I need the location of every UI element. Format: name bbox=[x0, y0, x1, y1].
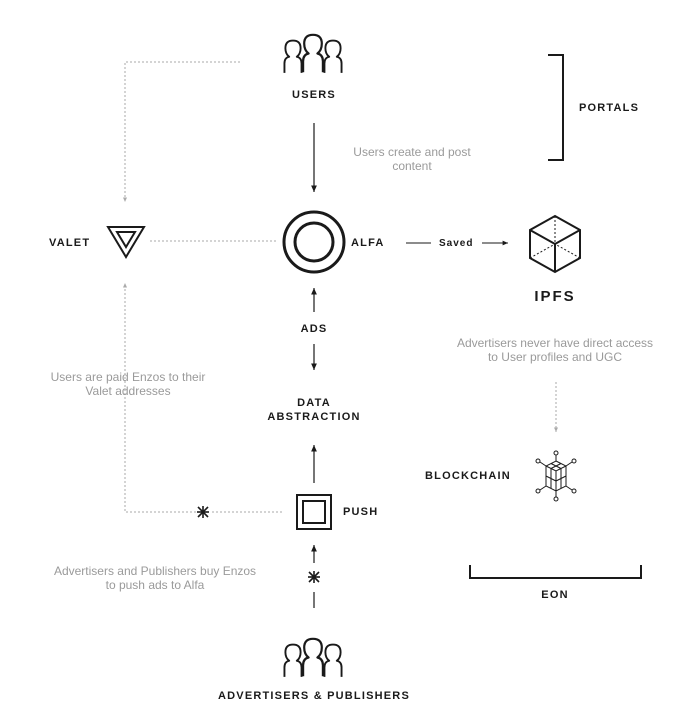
asterisk-icon bbox=[308, 571, 320, 583]
users-paid-note-line-1: Users are paid Enzos to their bbox=[50, 370, 206, 384]
buy-enzos-note-line-1: Advertisers and Publishers buy Enzos bbox=[53, 564, 257, 578]
ads-label: ADS bbox=[300, 323, 328, 335]
buy-enzos-note: Advertisers and Publishers buy Enzos to … bbox=[54, 564, 256, 592]
data-abstraction-line-2: ABSTRACTION bbox=[267, 411, 361, 423]
ipfs-cube-icon bbox=[529, 214, 581, 274]
advertisers-access-note: Advertisers never have direct access to … bbox=[457, 336, 653, 364]
alfa-label: ALFA bbox=[351, 237, 385, 249]
valet-label: VALET bbox=[49, 237, 91, 249]
users-paid-note: Users are paid Enzos to their Valet addr… bbox=[51, 370, 206, 398]
users-create-note-line-1: Users create and post bbox=[353, 145, 471, 159]
advertisers-access-note-line-1: Advertisers never have direct access bbox=[456, 336, 654, 350]
ipfs-label: IPFS bbox=[534, 288, 576, 305]
advertisers-publishers-label: ADVERTISERS & PUBLISHERS bbox=[218, 690, 410, 702]
asterisk-icon bbox=[197, 506, 209, 518]
valet-triangle-icon bbox=[106, 226, 146, 259]
eon-label: EON bbox=[541, 589, 569, 601]
alfa-ring-icon bbox=[282, 210, 346, 274]
blockchain-cube-cluster-icon bbox=[535, 450, 577, 502]
users-label: USERS bbox=[292, 89, 336, 101]
portals-label: PORTALS bbox=[579, 102, 640, 114]
advertisers-access-note-line-2: to User profiles and UGC bbox=[487, 350, 623, 364]
users-create-note: Users create and post content bbox=[353, 145, 470, 173]
eon-bracket bbox=[469, 565, 642, 579]
blockchain-label: BLOCKCHAIN bbox=[425, 470, 511, 482]
data-abstraction-label: DATA ABSTRACTION bbox=[267, 396, 360, 424]
users-valet-dotted-line bbox=[123, 61, 240, 202]
data-abstraction-line-1: DATA bbox=[297, 397, 331, 409]
users-icon bbox=[283, 33, 343, 74]
users-paid-note-line-2: Valet addresses bbox=[85, 384, 171, 398]
saved-label: Saved bbox=[439, 238, 474, 249]
users-create-note-line-2: content bbox=[392, 159, 432, 173]
push-label: PUSH bbox=[343, 506, 379, 518]
portals-bracket bbox=[548, 54, 564, 161]
buy-enzos-note-line-2: to push ads to Alfa bbox=[105, 578, 205, 592]
advertisers-icon bbox=[283, 637, 343, 678]
push-square-icon bbox=[296, 494, 332, 530]
